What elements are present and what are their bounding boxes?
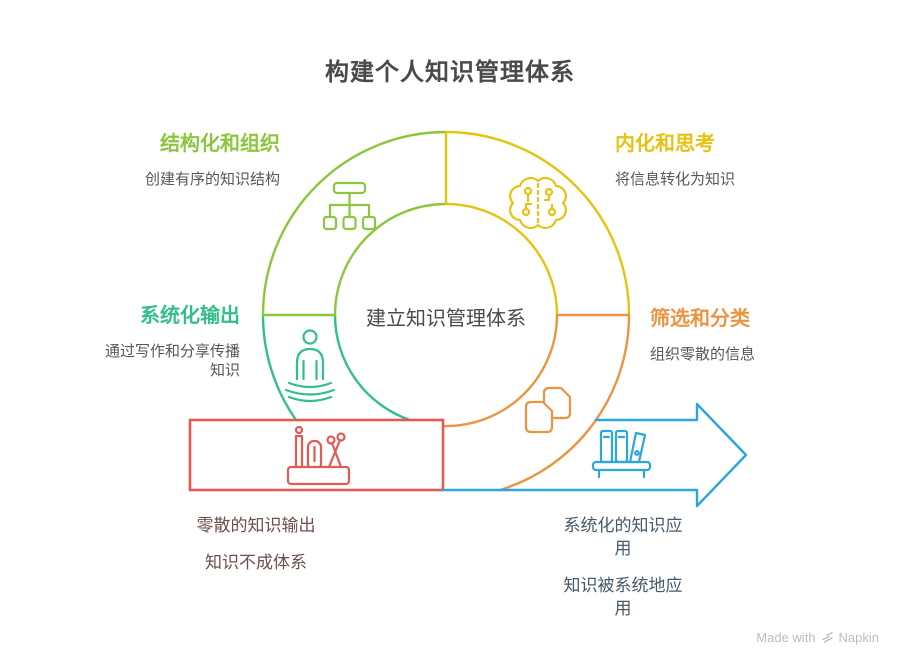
segment-label-internalize: 内化和思考 将信息转化为知识 <box>615 131 875 189</box>
solution-caption-primary: 系统化的知识应用 <box>563 516 683 558</box>
segment-description-structure: 创建有序的知识结构 <box>144 171 280 188</box>
segment-description-internalize: 将信息转化为知识 <box>615 171 736 188</box>
cycle-ring <box>261 130 631 492</box>
napkin-credit: Made with Napkin <box>756 630 879 645</box>
solution-caption-secondary: 知识被系统地应用 <box>563 576 683 618</box>
segment-heading-internalize: 内化和思考 <box>615 133 715 155</box>
bookshelf-icon <box>591 429 652 479</box>
segment-description-output: 通过写作和分享传播知识 <box>104 343 240 379</box>
segment-heading-structure: 结构化和组织 <box>160 133 280 155</box>
documents-icon <box>524 386 572 434</box>
segment-label-filter: 筛选和分类 组织零散的信息 <box>650 306 870 364</box>
brain-circuit-icon <box>509 177 567 229</box>
solution-caption: 系统化的知识应用 知识被系统地应用 <box>561 514 685 620</box>
org-chart-icon <box>322 181 377 231</box>
napkin-logo-icon <box>821 632 833 643</box>
meditating-person-icon <box>284 329 336 403</box>
credit-prefix: Made with <box>756 630 816 645</box>
desk-organizer-icon <box>286 425 351 486</box>
segment-label-output: 系统化输出 通过写作和分享传播知识 <box>98 303 240 380</box>
segment-heading-filter: 筛选和分类 <box>650 308 750 330</box>
center-label: 建立知识管理体系 <box>366 308 526 330</box>
solution-arrow-body <box>443 404 746 506</box>
credit-brand: Napkin <box>838 630 879 645</box>
segment-description-filter: 组织零散的信息 <box>650 346 756 363</box>
segment-heading-output: 系统化输出 <box>140 305 240 327</box>
problem-caption-secondary: 知识不成体系 <box>205 553 307 572</box>
page-title: 构建个人知识管理体系 <box>325 59 575 86</box>
solution-arrow-outline <box>441 402 748 508</box>
problem-caption-primary: 零散的知识输出 <box>196 516 316 535</box>
segment-label-structure: 结构化和组织 创建有序的知识结构 <box>20 131 280 189</box>
problem-caption: 零散的知识输出 知识不成体系 <box>146 514 366 574</box>
